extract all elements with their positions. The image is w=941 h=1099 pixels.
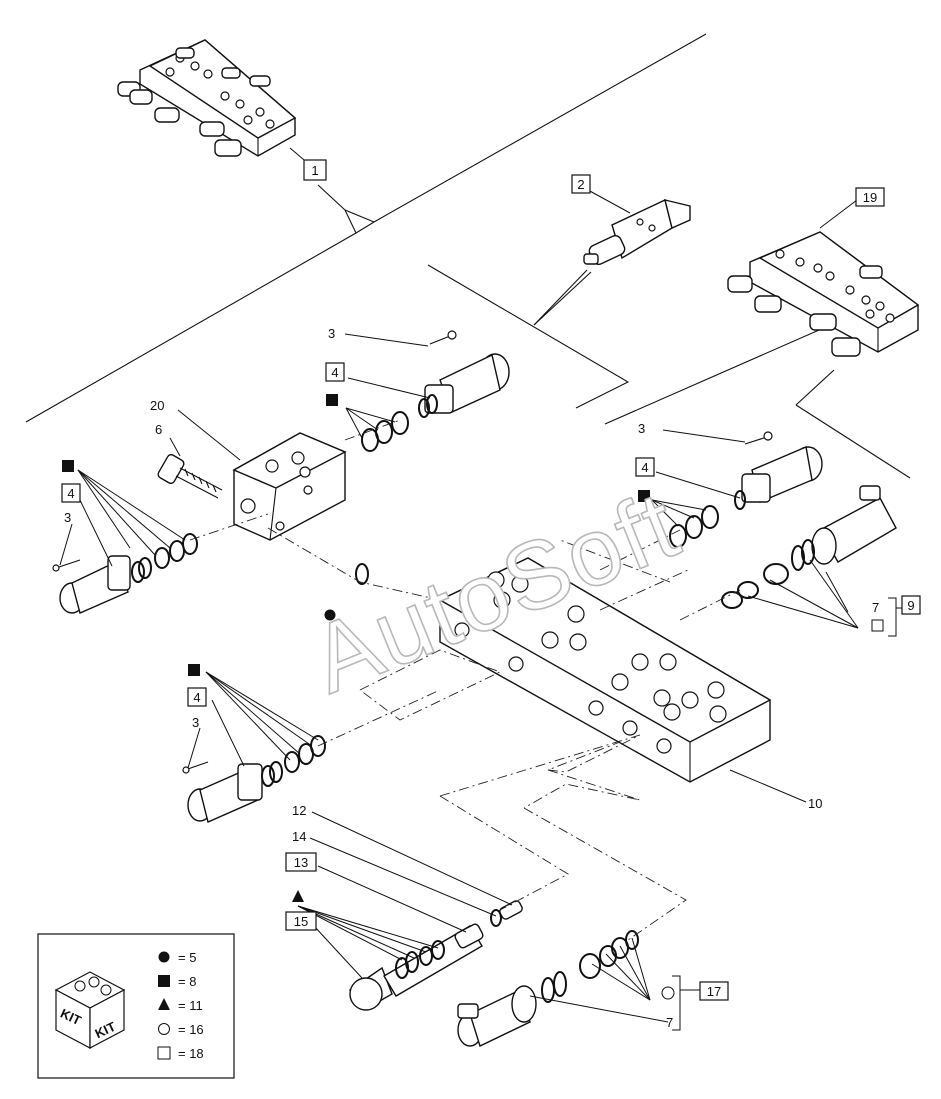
callout-15: 15 <box>285 911 317 931</box>
svg-text:13: 13 <box>294 855 308 870</box>
manifold-10 <box>438 557 772 783</box>
bolt-6 <box>157 454 223 499</box>
callout-19: 19 <box>855 187 885 207</box>
callout-2: 2 <box>571 174 591 194</box>
legend-row-4: = 16 <box>178 1022 204 1037</box>
callout-20: 20 <box>150 398 164 413</box>
square-filled-left <box>62 460 74 472</box>
callout-7-right: 7 <box>872 600 879 615</box>
svg-text:4: 4 <box>331 365 338 380</box>
svg-text:19: 19 <box>863 190 877 205</box>
svg-text:1: 1 <box>311 163 318 178</box>
callout-4-upper: 4 <box>325 362 345 382</box>
sensor-9 <box>721 485 897 609</box>
o-ring-small <box>324 563 369 621</box>
square-filled-upper <box>326 394 338 406</box>
svg-text:9: 9 <box>907 598 914 613</box>
callout-3-left: 3 <box>64 510 71 525</box>
kit-legend: KIT KIT = 5 = 8 = 11 = 16 = 18 <box>37 933 235 1079</box>
legend-row-5: = 18 <box>178 1046 204 1061</box>
callout-3-lower: 3 <box>192 715 199 730</box>
brackets <box>672 597 902 1031</box>
callout-12: 12 <box>292 803 306 818</box>
circle-open-17 <box>661 986 675 1000</box>
legend-square-open <box>157 1046 171 1060</box>
svg-text:2: 2 <box>577 177 584 192</box>
callout-7-lower: 7 <box>666 1015 673 1030</box>
callout-10: 10 <box>808 796 822 811</box>
callout-4-left: 4 <box>61 483 81 503</box>
legend-square-filled <box>158 975 170 987</box>
callout-3-upper: 3 <box>328 326 335 341</box>
callout-4-lower: 4 <box>187 687 207 707</box>
solenoid-left <box>52 533 198 614</box>
valve-15 <box>349 900 523 1011</box>
valve-assembly-19 <box>727 231 920 357</box>
legend-circle-open <box>158 1023 170 1035</box>
square-filled-lower <box>188 664 200 676</box>
legend-circle-filled <box>158 951 170 963</box>
valve-assembly-1 <box>117 39 297 157</box>
frame-lines <box>25 33 911 479</box>
callout-6: 6 <box>155 422 162 437</box>
svg-text:4: 4 <box>641 460 648 475</box>
svg-text:17: 17 <box>707 984 721 999</box>
kit-box-icon: KIT KIT <box>54 971 126 1049</box>
solenoid-right-upper <box>669 431 823 548</box>
block-20 <box>232 432 347 541</box>
callout-4-right: 4 <box>635 457 655 477</box>
solenoid-lower-left <box>182 735 326 823</box>
legend-row-3: = 11 <box>178 998 203 1013</box>
solenoid-17 <box>457 930 639 1047</box>
svg-text:15: 15 <box>294 914 308 929</box>
legend-triangle-filled <box>158 998 170 1010</box>
svg-text:4: 4 <box>67 486 74 501</box>
valve-2 <box>583 199 691 265</box>
callout-1: 1 <box>303 159 327 181</box>
square-open-right <box>871 619 884 632</box>
triangle-filled-13 <box>292 890 304 902</box>
leader-lines <box>59 147 859 1023</box>
solenoid-upper <box>418 330 510 418</box>
callout-3-right: 3 <box>638 421 645 436</box>
legend-row-1: = 5 <box>178 950 196 965</box>
square-filled-right <box>638 490 650 502</box>
callout-14: 14 <box>292 829 306 844</box>
svg-text:4: 4 <box>193 690 200 705</box>
callout-17: 17 <box>699 981 729 1001</box>
callout-13: 13 <box>285 852 317 872</box>
dash-routing <box>189 419 741 941</box>
callout-9: 9 <box>901 595 921 615</box>
legend-row-2: = 8 <box>178 974 196 989</box>
